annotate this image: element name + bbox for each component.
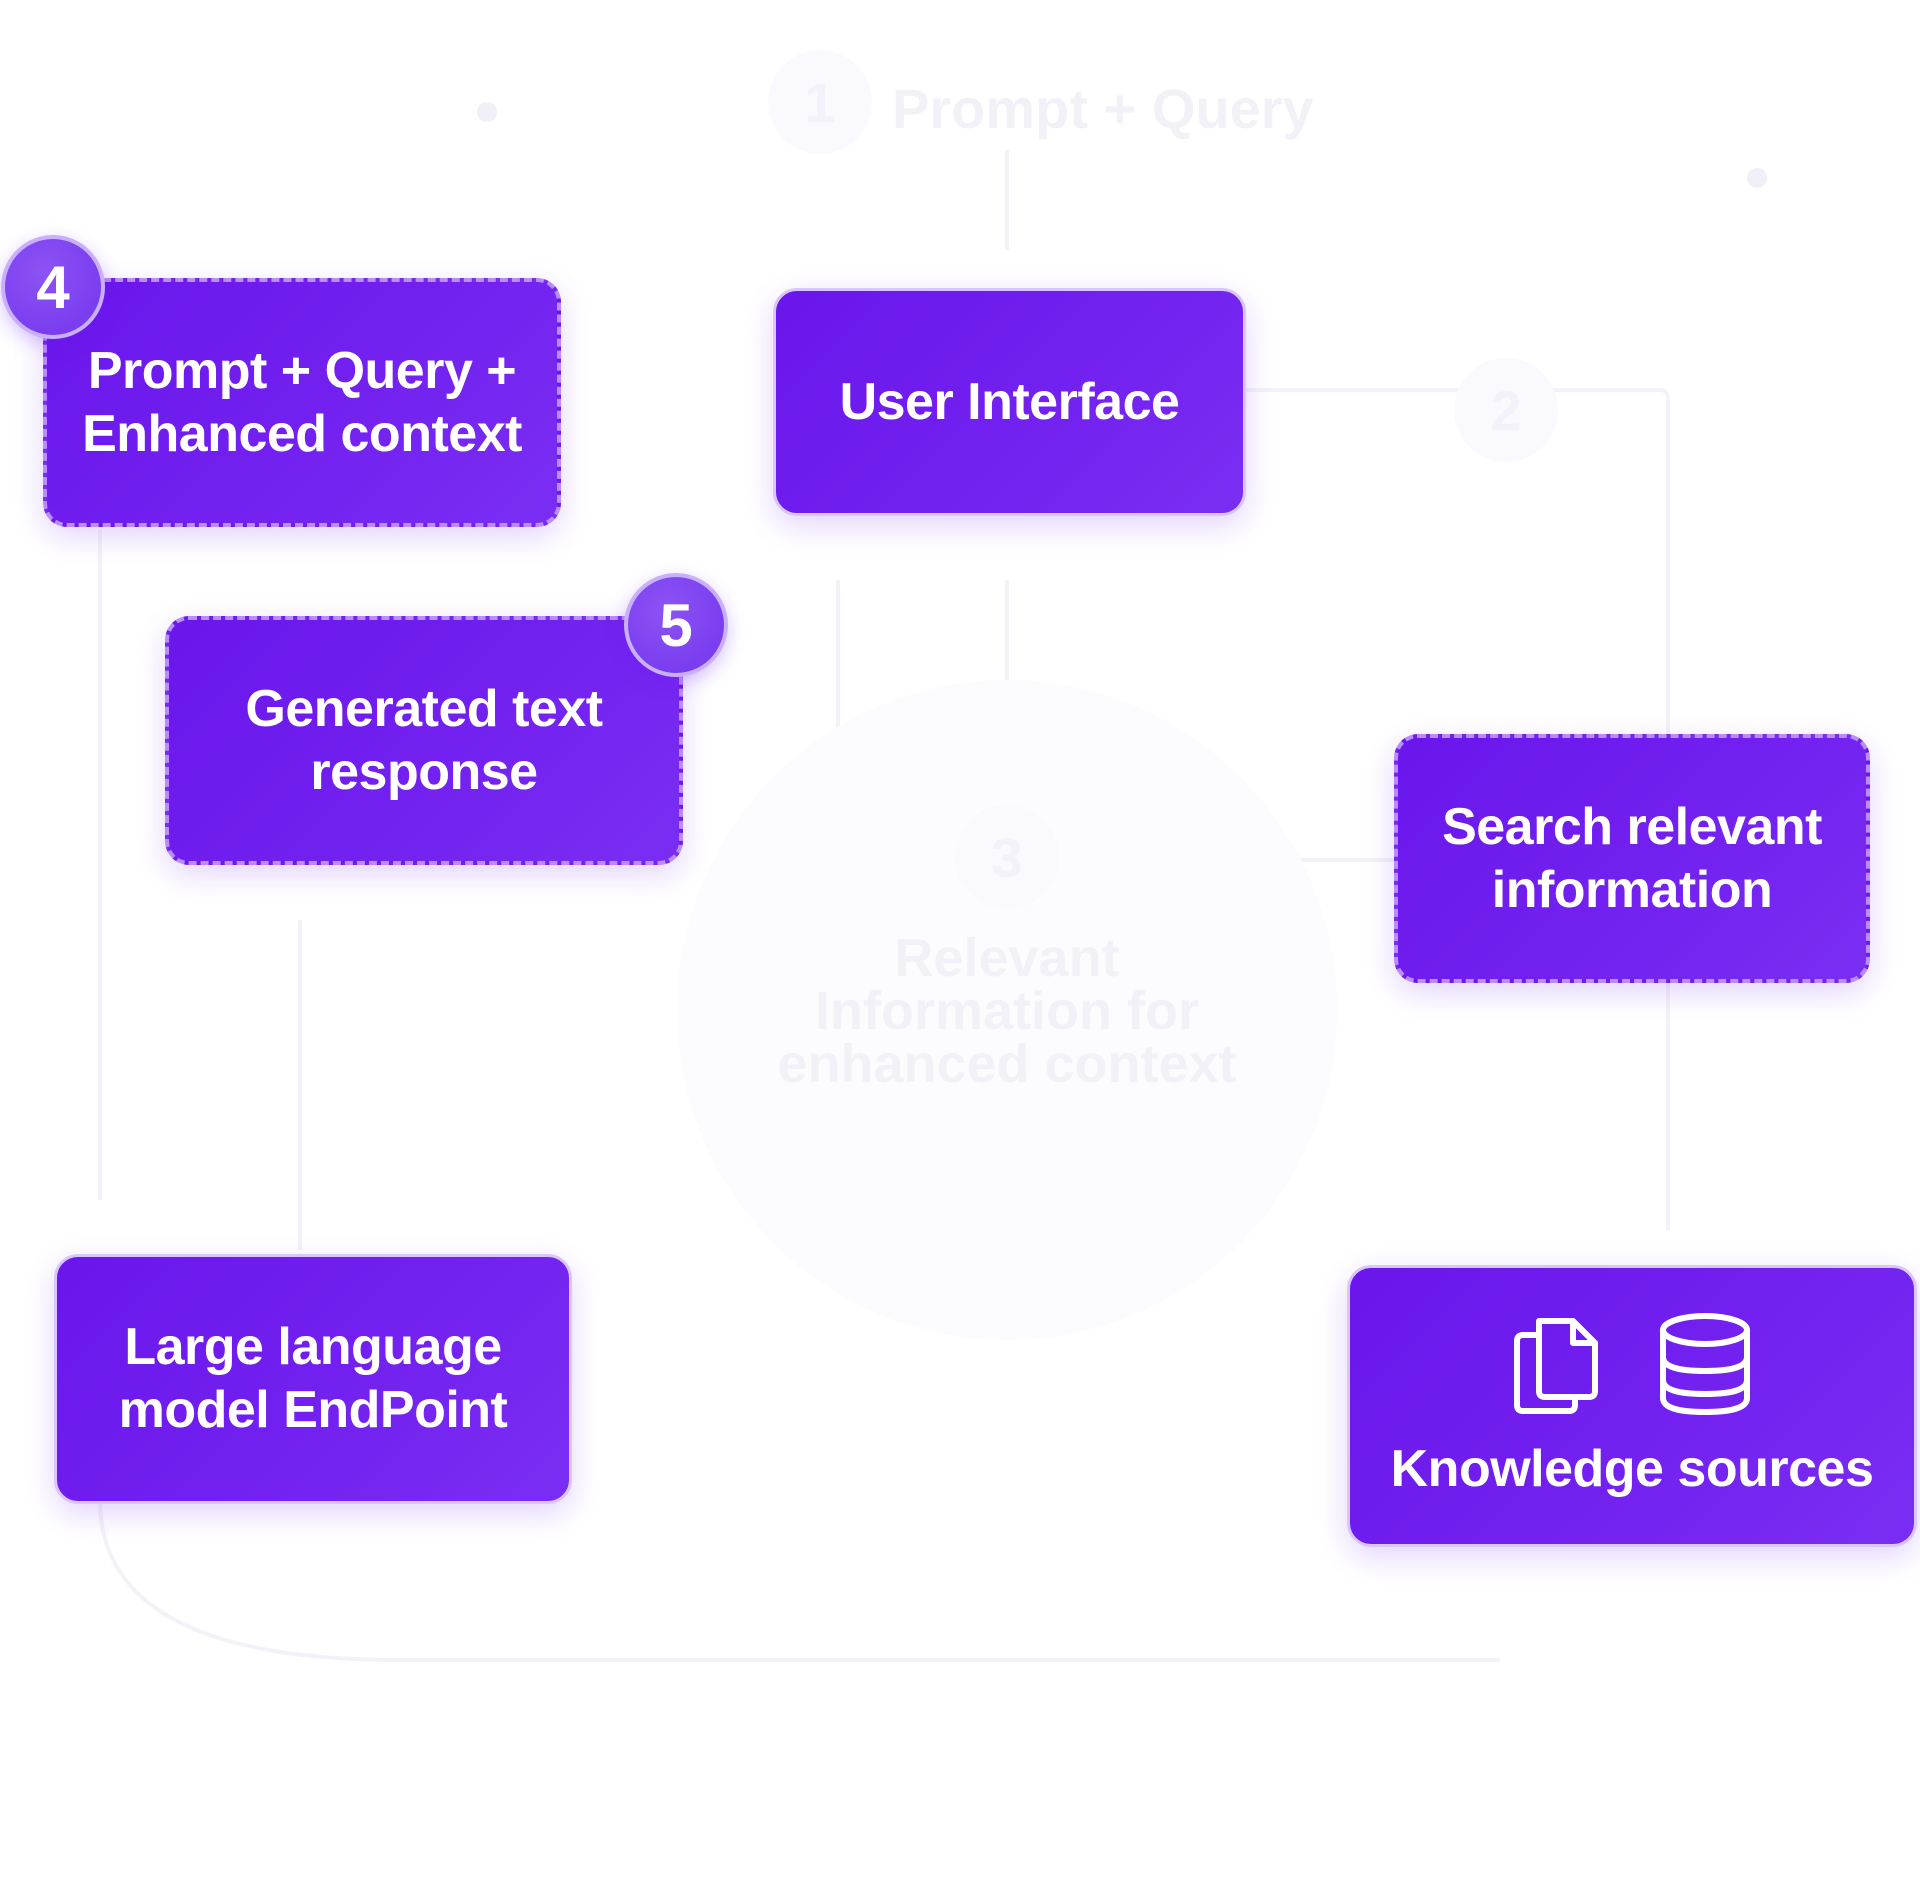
prompt-query-label: Prompt + Query <box>892 77 1314 140</box>
knowledge-sources-label: Knowledge sources <box>1390 1439 1874 1498</box>
step-2-badge: 2 <box>1454 358 1558 462</box>
search-information-label: Search relevant information <box>1442 797 1822 919</box>
faint-dot-1 <box>477 102 497 122</box>
database-icon <box>1660 1312 1750 1415</box>
faint-dot-2 <box>1747 168 1767 188</box>
user-interface-box: User Interface <box>773 288 1246 516</box>
connector-bottom <box>98 1499 1500 1662</box>
generated-response-label: Generated text response <box>245 679 603 801</box>
user-interface-label: User Interface <box>839 372 1180 431</box>
knowledge-icons <box>1513 1312 1751 1416</box>
step-1-badge: 1 <box>768 50 872 154</box>
llm-endpoint-label: Large language model EndPoint <box>118 1318 508 1439</box>
prompt-query-context-label: Prompt + Query + Enhanced context <box>82 341 522 463</box>
search-information-box: Search relevant information <box>1394 734 1870 983</box>
step-3-badge: 3 <box>955 805 1059 909</box>
generated-response-box: Generated text response <box>165 616 683 865</box>
prompt-query-context-box: Prompt + Query + Enhanced context <box>43 278 561 527</box>
documents-icon <box>1514 1317 1598 1414</box>
step-5-badge: 5 <box>624 573 728 677</box>
step-4-badge: 4 <box>1 235 105 339</box>
relevant-info-label: Relevant Information for enhanced contex… <box>777 928 1237 1094</box>
llm-endpoint-box: Large language model EndPoint <box>54 1254 572 1504</box>
knowledge-sources-box: Knowledge sources <box>1347 1265 1917 1547</box>
